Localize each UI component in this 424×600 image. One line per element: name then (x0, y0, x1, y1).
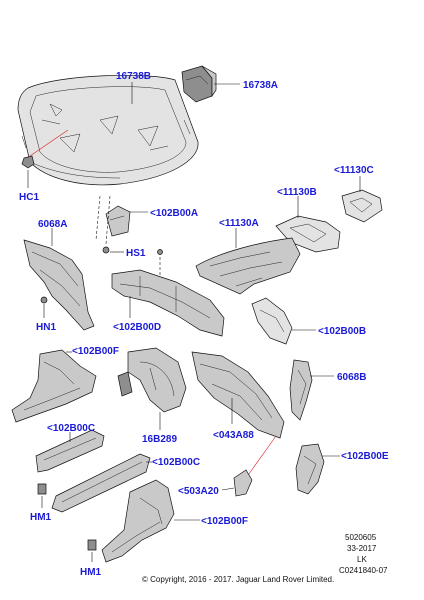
label-11130B: <11130B (277, 187, 317, 198)
fastener-HS1 (102, 246, 110, 254)
insulator-16738A (181, 65, 217, 103)
label-6068A: 6068A (38, 219, 67, 230)
leader-503A20 (221, 487, 235, 491)
label-11130C: <11130C (334, 165, 374, 176)
label-102B00C-middle: <102B00C (152, 457, 200, 468)
bonnet-insulator-16738B (17, 74, 199, 186)
insulator-102B00C-left (35, 429, 105, 473)
pad-11130C (341, 189, 383, 223)
insulator-102B00F-upper (11, 349, 97, 423)
label-6068B: 6068B (337, 372, 366, 383)
label-102B00B: <102B00B (318, 326, 366, 337)
insulator-11130A (195, 237, 301, 295)
label-102B00C-left: <102B00C (47, 423, 95, 434)
leader-043A88-red (245, 435, 277, 479)
dashed-line-a (95, 195, 101, 241)
clip-HC1 (21, 155, 35, 169)
dash-insulator-043A88 (191, 351, 285, 439)
label-16738B: 16738B (116, 71, 151, 82)
label-102B00F-lower: <102B00F (201, 516, 248, 527)
label-HM1-upper: HM1 (30, 512, 52, 523)
insulator-6068B (289, 359, 313, 421)
fastener-HM1-upper (37, 483, 47, 495)
fastener-HM1-lower (87, 539, 97, 551)
label-102B00A: <102B00A (150, 208, 198, 219)
label-HS1: HS1 (126, 248, 146, 259)
wheel-arch-16B289 (117, 347, 187, 413)
insulator-102B00C-middle (51, 453, 151, 513)
ref-number: 5020605 (345, 533, 377, 542)
insulator-102B00D (111, 269, 225, 337)
label-11130A: <11130A (219, 218, 259, 229)
label-HM1-lower: HM1 (80, 567, 102, 578)
label-043A88: <043A88 (213, 430, 254, 441)
insulator-6068A (23, 239, 95, 331)
insulator-102B00F-lower (101, 479, 175, 563)
dashed-line-b (105, 195, 111, 245)
bracket-503A20 (233, 469, 253, 497)
label-102B00E: <102B00E (341, 451, 389, 462)
region-code: LK (357, 555, 367, 564)
label-102B00F-upper: <102B00F (72, 346, 119, 357)
date-code: 33-2017 (347, 544, 377, 553)
drawing-id: C0241840-07 (339, 566, 388, 575)
stud-icon (157, 249, 163, 255)
insulator-102B00B (251, 297, 293, 345)
copyright-text: © Copyright, 2016 - 2017. Jaguar Land Ro… (142, 575, 334, 584)
label-HC1: HC1 (19, 192, 39, 203)
insulator-102B00E (295, 443, 325, 495)
leader-HC1-red (29, 129, 69, 157)
label-102B00D: <102B00D (113, 322, 161, 333)
label-503A20: <503A20 (178, 486, 219, 497)
label-16738A: 16738A (243, 80, 278, 91)
label-16B289: 16B289 (142, 434, 177, 445)
bracket-102B00A (105, 205, 131, 237)
label-HN1: HN1 (36, 322, 56, 333)
